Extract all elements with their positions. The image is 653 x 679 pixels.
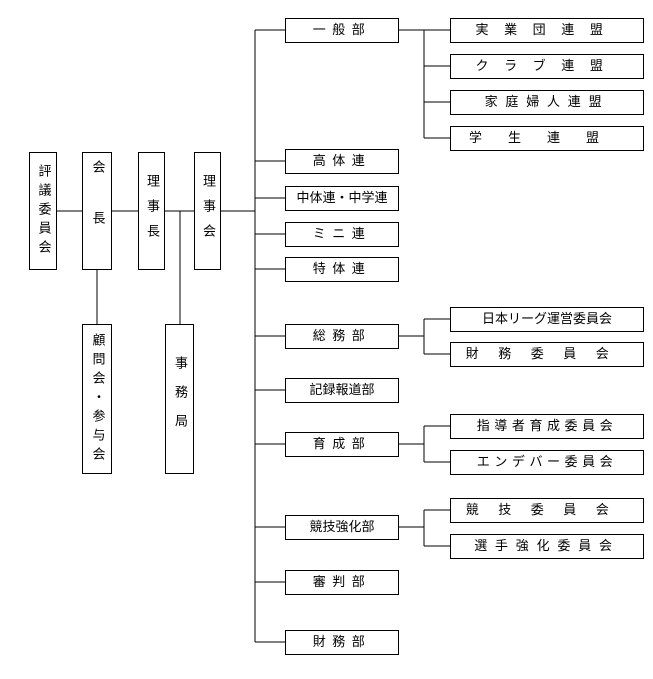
node-kotairen: 高体連 [285, 149, 399, 174]
node-kaicho: 会長 [82, 152, 112, 270]
node-kyogi-iinkai: 競技委員会 [450, 498, 644, 523]
node-ippan-bu: 一般部 [285, 18, 399, 43]
node-jimukyoku: 事務局 [165, 324, 194, 474]
node-zaimu-bu: 財務部 [285, 630, 399, 655]
node-rijikai: 理事会 [194, 152, 221, 270]
node-ikusei-bu: 育成部 [285, 432, 399, 457]
node-tokutairen: 特体連 [285, 257, 399, 282]
node-richo: 理事長 [138, 152, 165, 270]
node-zaimu-iinkai: 財務委員会 [450, 342, 644, 367]
node-somu-bu: 総務部 [285, 324, 399, 349]
node-komon-sanyo: 顧問会・参与会 [82, 324, 112, 474]
node-nihon-league-iinkai: 日本リーグ運営委員会 [450, 307, 644, 332]
node-jitsugyodan-renmei: 実業団連盟 [450, 18, 644, 43]
node-kyogi-kyoka-bu: 競技強化部 [285, 515, 399, 540]
node-hyogi-iinkai: 評議委員会 [29, 152, 57, 270]
node-kiroku-hodo-bu: 記録報道部 [285, 378, 399, 403]
node-katei-fujin-renmei: 家庭婦人連盟 [450, 90, 644, 115]
node-gakusei-renmei: 学生連盟 [450, 126, 644, 151]
node-shidosha-ikusei-iinkai: 指導者育成委員会 [450, 414, 644, 439]
node-senshu-kyoka-iinkai: 選手強化委員会 [450, 534, 644, 559]
node-endeavor-iinkai: エンデバー委員会 [450, 450, 644, 475]
node-chutairen: 中体連・中学連 [285, 186, 399, 211]
node-club-renmei: クラブ連盟 [450, 54, 644, 79]
node-shinpan-bu: 審判部 [285, 570, 399, 595]
node-mini-ren: ミニ連 [285, 222, 399, 247]
